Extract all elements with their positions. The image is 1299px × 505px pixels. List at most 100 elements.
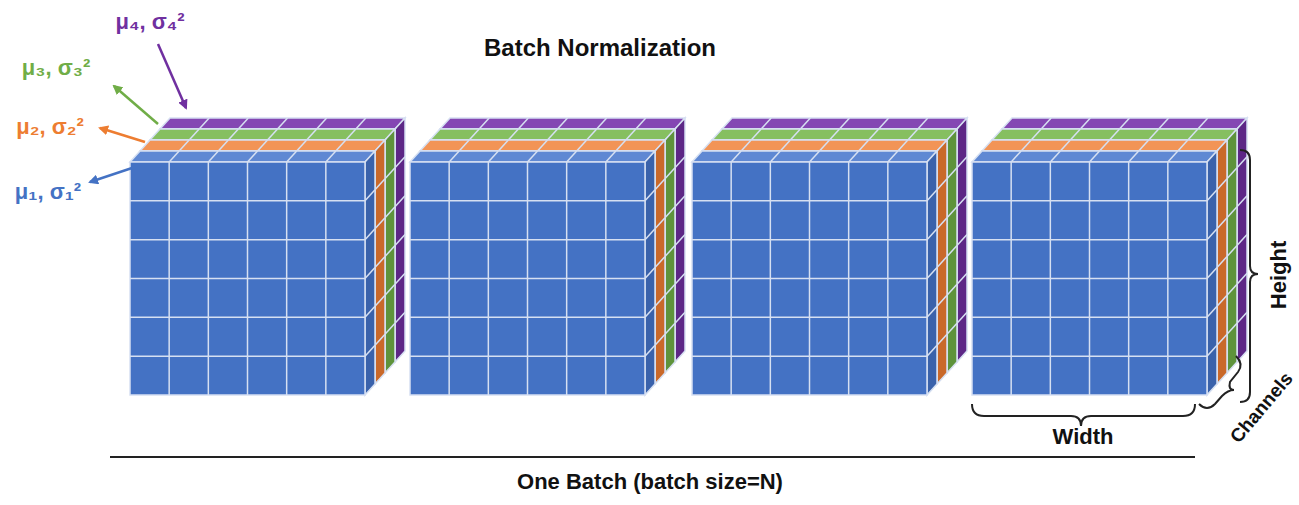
- channel-stats: μ₂, σ₂²: [16, 115, 84, 139]
- grid-line: [820, 140, 830, 151]
- grid-line: [1237, 157, 1247, 168]
- grid-line: [597, 118, 607, 129]
- grid-line: [645, 190, 655, 201]
- grid-line: [645, 345, 655, 356]
- cube-face: [665, 129, 675, 373]
- grid-line: [375, 218, 385, 229]
- grid-line: [927, 190, 937, 201]
- grid-line: [395, 235, 405, 246]
- grid-line: [626, 129, 636, 140]
- grid-line: [1207, 268, 1217, 279]
- cube-face: [440, 118, 685, 129]
- grid-line: [1050, 151, 1060, 162]
- grid-line: [228, 129, 238, 140]
- cube-face: [937, 140, 947, 384]
- grid-line: [365, 268, 375, 279]
- grid-line: [395, 273, 405, 284]
- grid-line: [365, 306, 375, 317]
- grid-line: [645, 268, 655, 279]
- grid-line: [459, 140, 469, 151]
- grid-line: [218, 140, 228, 151]
- cube-face: [375, 140, 385, 384]
- grid-line: [286, 162, 288, 395]
- cube-face: [1207, 151, 1217, 395]
- grid-line: [518, 118, 528, 129]
- cube-face: [645, 151, 655, 395]
- grid-line: [1188, 129, 1198, 140]
- grid-line: [665, 168, 675, 179]
- grid-line: [1227, 168, 1237, 179]
- cube-face: [927, 151, 937, 395]
- grid-line: [287, 151, 297, 162]
- grid-line: [879, 118, 889, 129]
- grid-line: [655, 257, 665, 268]
- grid-line: [665, 207, 675, 218]
- grid-line: [800, 118, 810, 129]
- grid-line: [810, 151, 820, 162]
- grid-line: [410, 355, 645, 357]
- grid-line: [278, 118, 288, 129]
- grid-line: [655, 295, 665, 306]
- cube-face: [1237, 118, 1247, 362]
- grid-line: [927, 306, 937, 317]
- grid-line: [1227, 323, 1237, 334]
- grid-line: [972, 317, 1207, 319]
- grid-line: [1237, 273, 1247, 284]
- grid-line: [317, 118, 327, 129]
- grid-line: [385, 323, 395, 334]
- grid-line: [927, 229, 937, 240]
- grid-line: [675, 235, 685, 246]
- grid-line: [1207, 229, 1217, 240]
- grid-line: [692, 317, 927, 319]
- grid-line: [449, 151, 459, 162]
- grid-line: [189, 129, 199, 140]
- cube-face: [365, 151, 375, 395]
- grid-line: [1021, 140, 1031, 151]
- cube-face: [420, 140, 665, 151]
- grid-line: [937, 295, 947, 306]
- channel-stats: μ₃, σ₃²: [22, 56, 90, 80]
- grid-line: [577, 140, 587, 151]
- grid-line: [385, 246, 395, 257]
- grid-line: [761, 118, 771, 129]
- grid-line: [1139, 140, 1149, 151]
- grid-line: [1100, 140, 1110, 151]
- cube-face: [430, 129, 675, 140]
- grid-line: [410, 317, 645, 319]
- grid-line: [1149, 129, 1159, 140]
- grid-line: [947, 323, 957, 334]
- grid-line: [1159, 118, 1169, 129]
- grid-line: [1217, 334, 1227, 345]
- grid-line: [508, 129, 518, 140]
- grid-line: [1167, 162, 1169, 395]
- width-brace: [972, 404, 1195, 426]
- dimension-label: Channels: [1227, 369, 1298, 448]
- grid-line: [616, 140, 626, 151]
- grid-line: [258, 140, 268, 151]
- grid-line: [1168, 151, 1178, 162]
- cube-face: [410, 162, 645, 395]
- grid-line: [1207, 306, 1217, 317]
- grid-line: [1237, 196, 1247, 207]
- grid-line: [636, 118, 646, 129]
- cube-face: [957, 118, 967, 362]
- grid-line: [130, 278, 365, 280]
- grid-line: [248, 151, 258, 162]
- grid-line: [1090, 151, 1100, 162]
- batch-line: [110, 456, 1195, 458]
- grid-line: [848, 162, 850, 395]
- grid-line: [937, 257, 947, 268]
- grid-line: [908, 129, 918, 140]
- leader-line: [90, 168, 132, 182]
- diagram-title: Batch Normalization: [484, 35, 716, 61]
- grid-line: [566, 162, 568, 395]
- grid-line: [1060, 140, 1070, 151]
- cube-face: [1002, 118, 1247, 129]
- cube-face: [972, 151, 1217, 162]
- grid-line: [947, 246, 957, 257]
- grid-line: [567, 151, 577, 162]
- grid-line: [1237, 312, 1247, 323]
- grid-line: [385, 168, 395, 179]
- grid-line: [655, 334, 665, 345]
- grid-line: [675, 312, 685, 323]
